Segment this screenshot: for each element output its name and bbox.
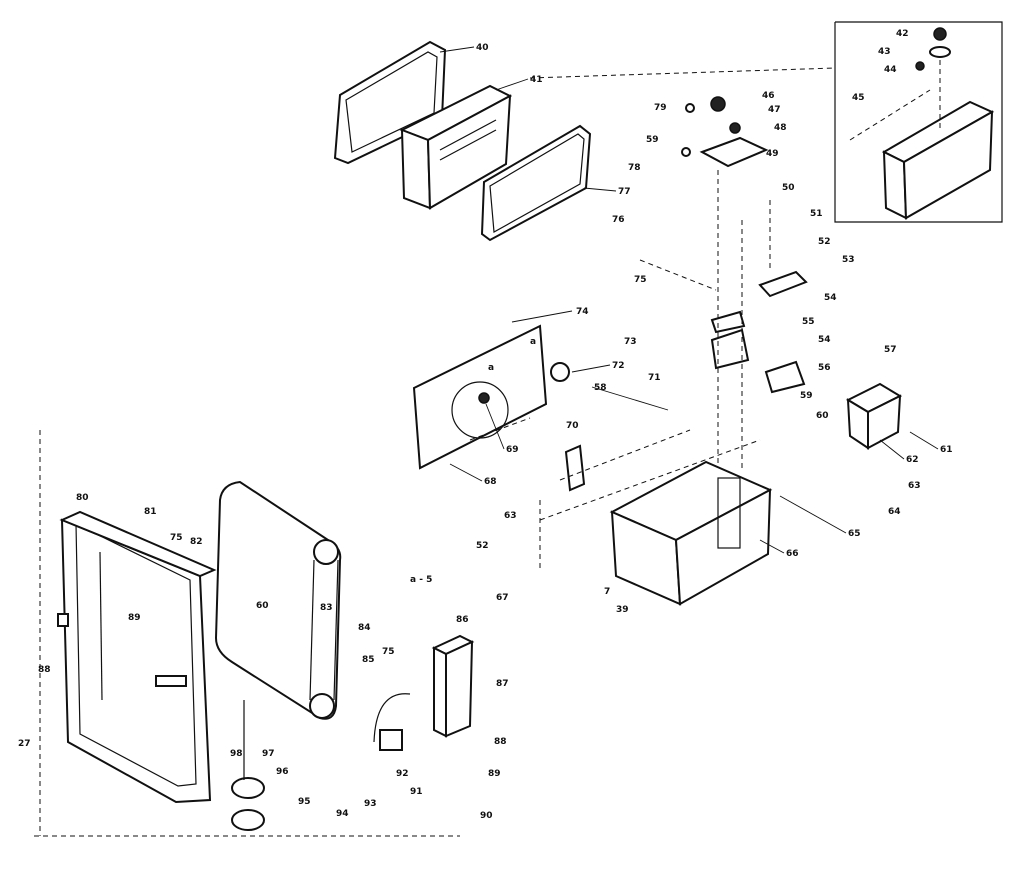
dashed-guide-lines [34,67,836,837]
callout-59b: 59 [800,391,813,401]
callout-89: 89 [488,769,501,779]
filter-box [399,84,513,210]
callout-42: 42 [896,29,909,39]
callout-75b: 75 [170,533,183,543]
callout-75c: 75 [382,647,395,657]
callout-52b: 52 [476,541,489,551]
callout-62: 62 [906,455,919,465]
callout-54: 54 [824,293,837,303]
callout-97: 97 [262,749,275,759]
callout-a2: a [488,363,494,373]
bracket-assembly [710,170,808,470]
callout-41: 41 [530,75,543,85]
callout-90: 90 [480,811,493,821]
callout-98: 98 [230,749,243,759]
cabinet-housing [57,510,217,804]
callout-84: 84 [358,623,371,633]
callout-48: 48 [774,123,787,133]
callout-60b: 60 [256,601,269,611]
transformer [845,382,903,450]
callout-50: 50 [782,183,795,193]
control-box [373,634,475,751]
inset-detail-box [834,21,1003,223]
access-panel [412,324,570,470]
callout-47: 47 [768,105,781,115]
callout-63: 63 [908,481,921,491]
callout-43: 43 [878,47,891,57]
callout-59: 59 [646,135,659,145]
leader-lines [439,46,939,554]
mounting-plate [681,96,769,168]
callout-52: 52 [818,237,831,247]
callout-74: 74 [576,307,589,317]
callout-56: 56 [818,363,831,373]
callout-labels: 40 41 77 42 43 44 45 46 47 48 49 79 59 7… [18,29,953,821]
callout-70: 70 [566,421,579,431]
callout-39: 39 [616,605,629,615]
callout-77: 77 [618,187,631,197]
callout-67: 67 [496,593,509,603]
callout-91: 91 [410,787,423,797]
switch-bracket [564,444,586,492]
callout-86: 86 [456,615,469,625]
callout-61: 61 [940,445,953,455]
callout-45: 45 [852,93,865,103]
callout-51: 51 [810,209,823,219]
callout-75: 75 [634,275,647,285]
callout-85: 85 [362,655,375,665]
callout-95: 95 [298,797,311,807]
callout-58: 58 [594,383,607,393]
motor-pulleys [231,700,265,831]
callout-40: 40 [476,43,489,53]
callout-55: 55 [802,317,815,327]
callout-64: 64 [888,507,901,517]
callout-53: 53 [842,255,855,265]
callout-46: 46 [762,91,775,101]
callout-83: 83 [320,603,333,613]
callout-93: 93 [364,799,377,809]
callout-66: 66 [786,549,799,559]
callout-ref: a - 5 [410,575,432,585]
belt-drive-panel [214,480,342,720]
callout-92: 92 [396,769,409,779]
callout-68: 68 [484,477,497,487]
callout-89: 89 [128,613,141,623]
callout-80: 80 [76,493,89,503]
callout-60: 60 [816,411,829,421]
callout-82: 82 [190,537,203,547]
callout-7: 7 [604,587,610,597]
callout-78: 78 [628,163,641,173]
callout-87: 87 [496,679,509,689]
callout-96: 96 [276,767,289,777]
callout-81: 81 [144,507,157,517]
callout-63b: 63 [504,511,517,521]
callout-88: 88 [38,665,51,675]
callout-27: 27 [18,739,31,749]
callout-73: 73 [624,337,637,347]
callout-71: 71 [648,373,661,383]
callout-a1: a [530,337,536,347]
callout-69: 69 [506,445,519,455]
base-tray [609,460,773,606]
callout-44: 44 [884,65,897,75]
callout-76: 76 [612,215,625,225]
callout-94: 94 [336,809,349,819]
callout-88: 88 [494,737,507,747]
callout-54b: 54 [818,335,831,345]
callout-79: 79 [654,103,667,113]
callout-72: 72 [612,361,625,371]
callout-65: 65 [848,529,861,539]
callout-49: 49 [766,149,779,159]
callout-57: 57 [884,345,897,355]
